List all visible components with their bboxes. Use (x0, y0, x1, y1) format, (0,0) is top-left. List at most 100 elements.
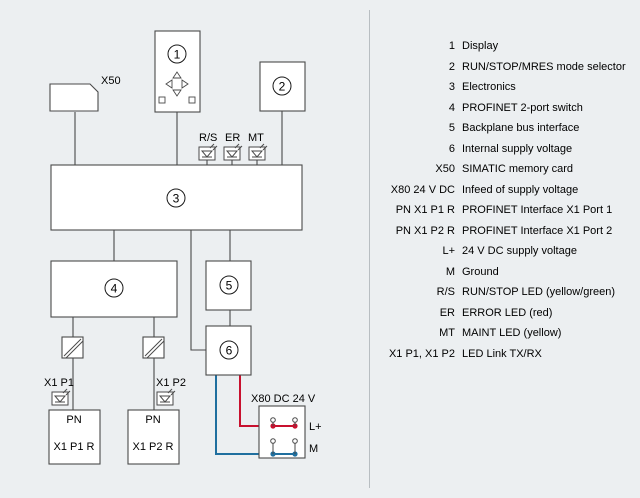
display-module (154, 30, 201, 113)
legend-description: RUN/STOP/MRES mode selector (462, 60, 626, 73)
legend-number: 1 (448, 40, 455, 52)
legend-description: PROFINET Interface X1 Port 2 (462, 224, 613, 237)
legend-row: L+ 24 V DC supply voltage (378, 241, 636, 262)
memory-card-label: X50 (101, 75, 121, 87)
ground-terminal-1 (270, 438, 276, 444)
wire-supply-electronics (190, 230, 206, 351)
power-title: X80 DC 24 V (251, 393, 316, 405)
mode-selector-block (259, 61, 306, 112)
status-leds (51, 143, 268, 406)
lplus-terminal-2 (292, 417, 298, 423)
legend-number: 6 (448, 142, 455, 155)
lplus-label: L+ (309, 421, 322, 433)
legend-row: X1 P1, X1 P2 LED Link TX/RX (378, 344, 636, 365)
led-er-label: ER (225, 132, 240, 144)
electronics-number: 3 (173, 192, 180, 206)
keypad-icon (158, 71, 196, 104)
led-mt-label: MT (248, 132, 264, 144)
legend-description: 24 V DC supply voltage (462, 245, 577, 257)
legend-key: X50 (435, 163, 455, 175)
legend-row: MT MAINT LED (yellow) (378, 323, 636, 344)
legend-description: Electronics (462, 81, 516, 93)
legend-row: R/S RUN/STOP LED (yellow/green) (378, 282, 636, 303)
legend-description: PROFINET 2-port switch (462, 101, 583, 114)
switch-number: 4 (111, 282, 118, 296)
legend-description: PROFINET Interface X1 Port 1 (462, 204, 613, 216)
legend-number: 2 (448, 60, 455, 73)
legend-number: 4 (448, 101, 455, 114)
backplane-number-circle (219, 275, 239, 295)
legend-row: ER ERROR LED (red) (378, 303, 636, 324)
selector-number-circle (272, 76, 292, 96)
legend-row: 6 Internal supply voltage (378, 139, 636, 160)
legend-key: L+ (442, 245, 455, 257)
legend-number: 3 (448, 81, 455, 93)
port1-pn-label: PN (66, 414, 81, 426)
legend-row: M Ground (378, 262, 636, 283)
legend-description: LED Link TX/RX (462, 347, 542, 360)
legend-key: PN X1 P2 R (395, 224, 455, 237)
electronics-block (50, 164, 303, 231)
backplane-block (205, 260, 252, 311)
legend-row: 5 Backplane bus interface (378, 118, 636, 139)
lplus-terminal-1 (270, 417, 276, 423)
port1-box (48, 409, 101, 465)
supply-number: 6 (226, 344, 233, 358)
port1-led-label: X1 P1 (44, 377, 74, 389)
panel-divider (369, 10, 370, 488)
legend-description: Backplane bus interface (462, 122, 580, 134)
ground-terminal-2 (292, 438, 298, 444)
led-port2-icon (156, 388, 176, 406)
legend-key: X1 P1, X1 P2 (388, 347, 455, 360)
display-number: 1 (174, 48, 181, 62)
legend-key: MT (439, 327, 455, 339)
legend-row: 2 RUN/STOP/MRES mode selector (378, 57, 636, 78)
supply-number-circle (219, 340, 239, 360)
legend-description: Internal supply voltage (462, 142, 573, 155)
electronics-number-circle (166, 188, 186, 208)
led-rs-label: R/S (199, 132, 217, 144)
legend-description: RUN/STOP LED (yellow/green) (462, 286, 616, 298)
port1-name-label: X1 P1 R (54, 441, 95, 453)
port2-led-label: X1 P2 (156, 377, 186, 389)
power-connector (258, 405, 306, 459)
port2-pn-label: PN (145, 414, 160, 426)
port2-name-label: X1 P2 R (133, 441, 174, 453)
legend-row: 1 Display (378, 36, 636, 57)
legend-row: PN X1 P1 R PROFINET Interface X1 Port 1 (378, 200, 636, 221)
selector-number: 2 (279, 80, 286, 94)
led-mt-icon (248, 143, 268, 161)
legend-row: X50 SIMATIC memory card (378, 159, 636, 180)
legend-row: 4 PROFINET 2-port switch (378, 98, 636, 119)
port2-box (127, 409, 180, 465)
legend-key: PN X1 P1 R (395, 204, 455, 216)
legend-description: SIMATIC memory card (462, 163, 574, 175)
memory-card (49, 83, 99, 112)
led-er-icon (223, 143, 243, 161)
cpu-block-diagram: 1 2 3 4 5 6 (44, 30, 322, 465)
legend: 1 Display 2 RUN/STOP/MRES mode selector 3 Ele… (378, 36, 636, 364)
legend-number: 5 (448, 122, 455, 134)
legend-key: R/S (436, 286, 455, 298)
legend-key: ER (439, 306, 455, 319)
port-switch-block (50, 260, 178, 318)
ground-label: M (309, 443, 318, 455)
legend-description: Display (462, 40, 499, 52)
led-port1-icon (51, 388, 71, 406)
legend-description: MAINT LED (yellow) (462, 327, 562, 339)
legend-description: ERROR LED (red) (462, 306, 553, 319)
legend-key: M (445, 265, 455, 278)
legend-key: X80 24 V DC (390, 183, 455, 196)
legend-row: PN X1 P2 R PROFINET Interface X1 Port 2 (378, 221, 636, 242)
supply-block (205, 325, 252, 376)
legend-description: Infeed of supply voltage (462, 183, 579, 196)
led-rs-icon (198, 143, 218, 161)
backplane-number: 5 (226, 279, 233, 293)
legend-row: 3 Electronics (378, 77, 636, 98)
display-number-circle (167, 44, 187, 64)
legend-row: X80 24 V DC Infeed of supply voltage (378, 180, 636, 201)
switch-number-circle (104, 278, 124, 298)
legend-description: Ground (462, 265, 499, 278)
ground-wire (215, 375, 273, 455)
